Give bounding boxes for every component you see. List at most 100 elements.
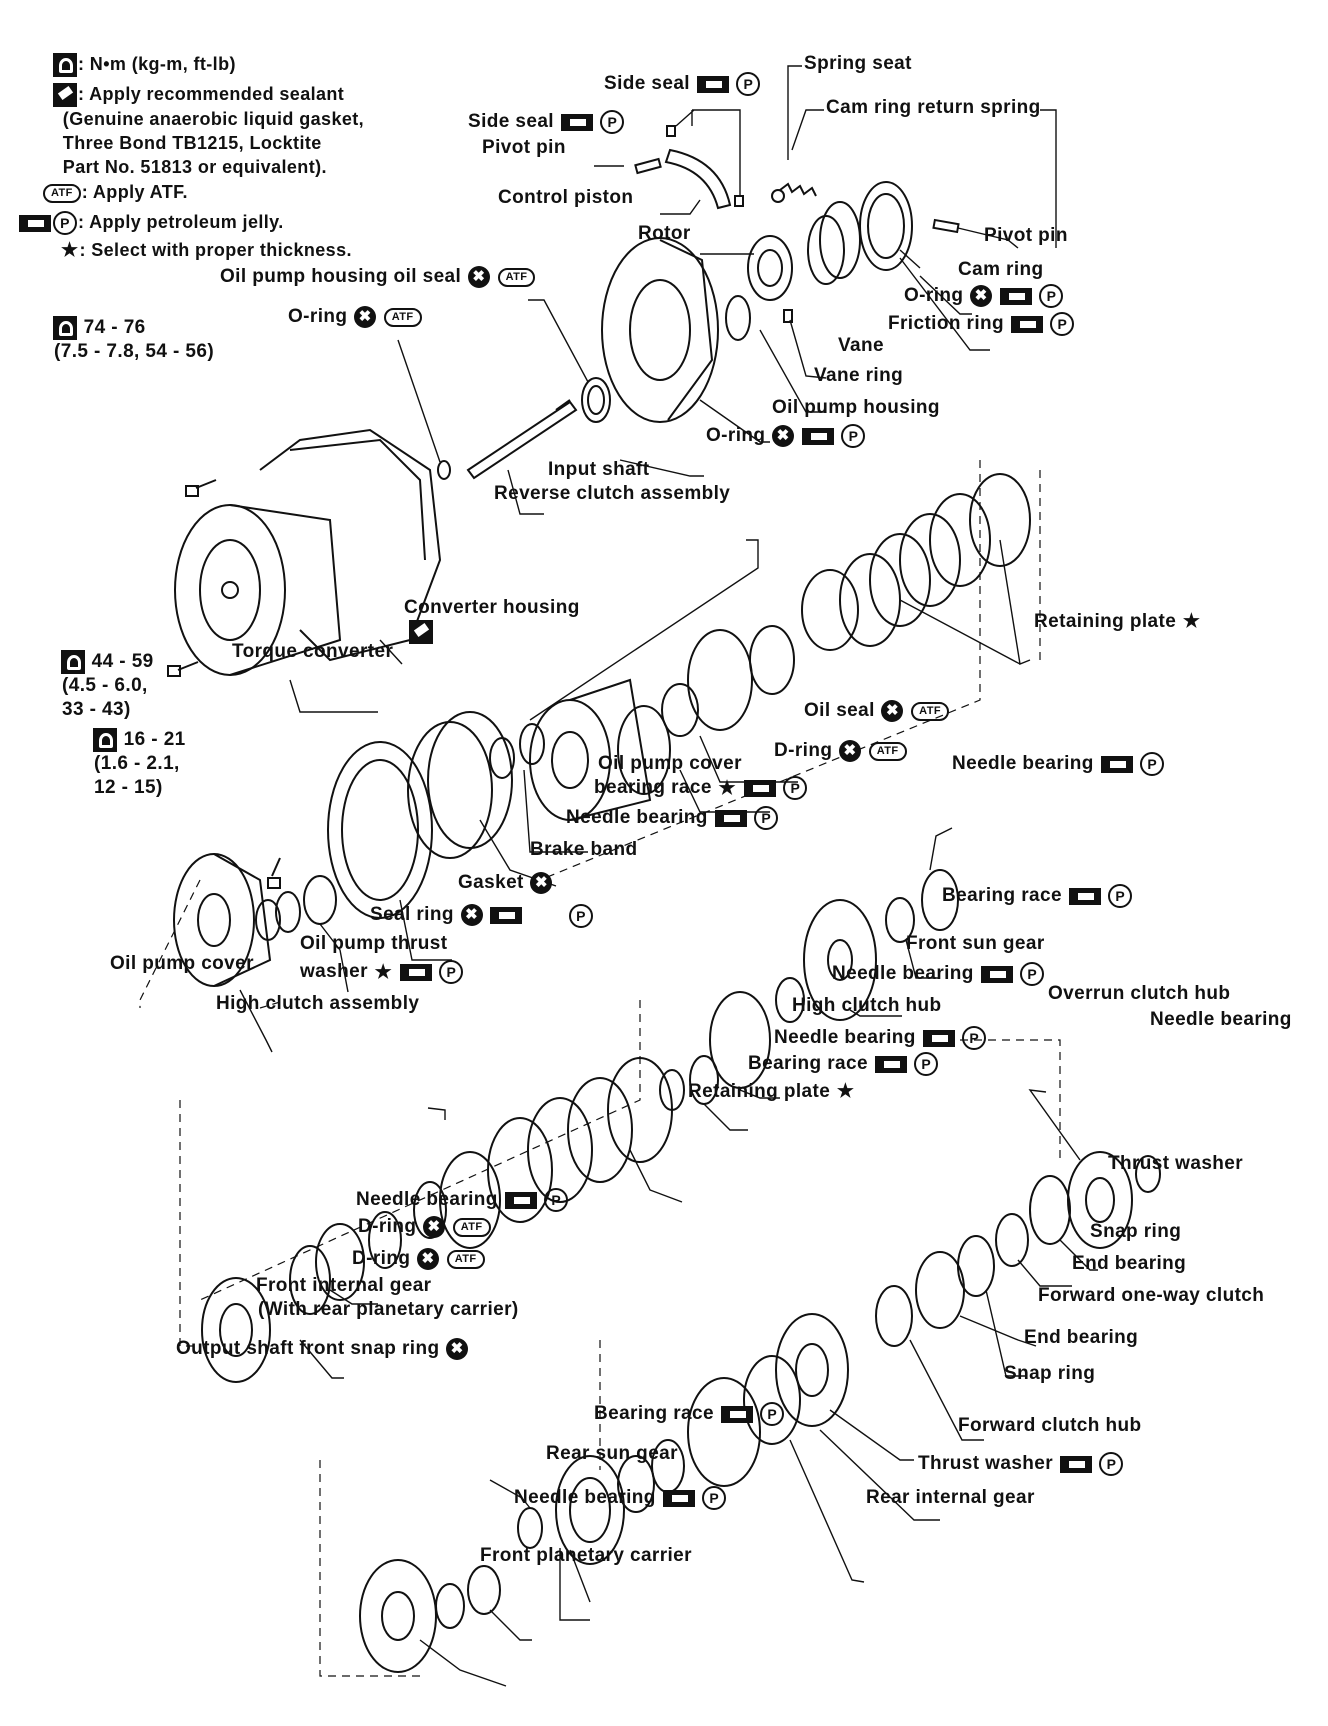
part-label: Brake band xyxy=(530,840,637,859)
part-label-text: Needle bearing xyxy=(514,1487,656,1509)
part-label-text: Needle bearing xyxy=(356,1189,498,1211)
part-label: Needle bearing xyxy=(1150,1010,1292,1029)
part-label-text: Friction ring xyxy=(888,313,1005,335)
legend-text: : N•m (kg-m, ft-lb) xyxy=(78,54,236,74)
part-label-text: Bearing race xyxy=(942,885,1062,907)
part-label-text: D-ring xyxy=(352,1248,411,1270)
petroleum-jelly-icon xyxy=(560,113,593,131)
part-label: Rear sun gear xyxy=(546,1444,678,1463)
select-thickness-star-icon: ★ xyxy=(61,240,79,262)
part-label-text: Needle bearing xyxy=(566,807,708,829)
petroleum-jelly-icon xyxy=(490,906,523,924)
petroleum-jelly-p-icon: P xyxy=(736,72,761,96)
part-label-text: Forward one-way clutch xyxy=(1038,1285,1265,1306)
petroleum-jelly-p-icon: P xyxy=(754,806,779,830)
part-label-text: Seal ring xyxy=(370,904,454,926)
forward-one-way-clutch-part xyxy=(915,1235,995,1329)
part-label: High clutch assembly xyxy=(216,994,419,1013)
part-label-text: Input shaft xyxy=(548,459,650,480)
front-planetary-carrier-part xyxy=(359,1559,437,1673)
torque-range: 74 - 76 xyxy=(78,317,146,339)
torque-range: 16 - 21 xyxy=(118,729,186,751)
petroleum-jelly-icon xyxy=(1010,315,1043,333)
part-label-text: Bearing race xyxy=(748,1053,868,1075)
input-shaft-part xyxy=(466,399,578,480)
reverse-clutch-drum-part xyxy=(529,678,652,821)
part-label-text: Side seal xyxy=(468,111,554,133)
replace-x-icon: ✖ xyxy=(530,872,553,894)
part-label-text: Vane ring xyxy=(814,365,904,386)
part-label-text: O-ring xyxy=(706,425,766,447)
part-label: End bearing xyxy=(1024,1328,1138,1347)
part-label: Seal ring ✖ xyxy=(370,904,523,926)
torque-spec: 44 - 59(4.5 - 6.0,33 - 43) xyxy=(60,650,154,722)
part-label-text: D-ring xyxy=(774,740,833,762)
replace-x-icon: ✖ xyxy=(446,1338,469,1360)
petroleum-jelly-p-icon: P xyxy=(962,1026,987,1050)
torque-wrench-icon xyxy=(61,650,85,674)
petroleum-jelly-p-icon: P xyxy=(1108,884,1133,908)
control-piston-part xyxy=(664,148,732,210)
petroleum-jelly-p-icon: P xyxy=(544,1188,569,1212)
part-label: Needle bearing P xyxy=(952,752,1165,776)
part-label-text: Retaining plate xyxy=(1034,611,1177,632)
assembly-bracket-lines xyxy=(139,460,1061,1677)
rotor-part xyxy=(747,235,793,323)
part-label: Reverse clutch assembly xyxy=(494,484,730,503)
part-label: Friction ring P xyxy=(888,312,1075,336)
part-label-text: Control piston xyxy=(498,187,634,208)
part-label-text: Front sun gear xyxy=(906,933,1045,954)
part-label: O-ring ✖ ATF xyxy=(288,306,423,328)
cam-ring-return-spring-part xyxy=(771,182,817,203)
part-label: Bearing race P xyxy=(942,884,1133,908)
part-label: Needle bearing P xyxy=(774,1026,987,1050)
part-label: Pivot pin xyxy=(482,138,566,157)
part-label: (With rear planetary carrier) xyxy=(258,1300,519,1319)
select-thickness-star-icon: ★ xyxy=(836,1081,855,1103)
petroleum-jelly-p-icon: P xyxy=(600,110,625,134)
side-seal-part xyxy=(666,125,744,207)
part-label-text: Retaining plate xyxy=(688,1081,831,1102)
part-label: Pivot pin xyxy=(984,226,1068,245)
part-label-text: Gasket xyxy=(458,872,524,894)
petroleum-jelly-p-icon: P xyxy=(1039,284,1064,308)
part-label-text: Thrust washer xyxy=(1108,1153,1244,1174)
part-label: Side seal P xyxy=(604,72,761,96)
legend-row: ★: Select with proper thickness. xyxy=(60,238,352,263)
part-label: Oil seal ✖ ATF xyxy=(804,700,950,722)
atf-icon: ATF xyxy=(452,1217,491,1237)
petroleum-jelly-p-icon: P xyxy=(1140,752,1165,776)
petroleum-jelly-p-icon: P xyxy=(841,424,866,448)
petroleum-jelly-icon xyxy=(922,1029,955,1047)
front-sun-gear-part xyxy=(803,899,877,1021)
part-label: Overrun clutch hub xyxy=(1048,984,1230,1003)
legend-text: : Apply petroleum jelly. xyxy=(78,212,284,232)
part-label: D-ring ✖ ATF xyxy=(774,740,908,762)
petroleum-jelly-icon xyxy=(720,1405,753,1423)
part-label-text: Front internal gear xyxy=(256,1275,432,1296)
part-label: End bearing xyxy=(1072,1254,1186,1273)
petroleum-jelly-icon xyxy=(504,1191,537,1209)
part-label-text: Rear internal gear xyxy=(866,1487,1035,1508)
part-label-text: Converter housing xyxy=(404,597,580,618)
part-label: Snap ring xyxy=(1090,1222,1181,1241)
part-label-text: Oil pump housing xyxy=(772,397,940,418)
part-label-text: Oil pump cover xyxy=(598,753,742,774)
forward-clutch-hub-part xyxy=(775,1285,913,1427)
petroleum-jelly-p-icon: P xyxy=(783,776,808,800)
part-label: Front sun gear xyxy=(906,934,1045,953)
part-label-text: High clutch assembly xyxy=(216,993,420,1014)
part-label-text: Oil pump cover xyxy=(110,953,254,974)
replace-x-icon: ✖ xyxy=(460,904,483,926)
petroleum-jelly-icon xyxy=(980,965,1013,983)
part-label-text: Snap ring xyxy=(1004,1363,1096,1384)
legend-text: : Apply ATF. xyxy=(81,182,188,202)
rear-sun-gear-part xyxy=(435,1565,501,1629)
part-label: O-ring ✖ P xyxy=(904,284,1064,308)
part-label-text: Oil pump thrust xyxy=(300,933,448,954)
part-label: Cam ring return spring xyxy=(826,98,1041,117)
part-label: Bearing race P xyxy=(594,1402,785,1426)
part-label: Oil pump cover xyxy=(598,754,742,773)
petroleum-jelly-p-icon: P xyxy=(1020,962,1045,986)
part-label: Converter housing xyxy=(404,598,580,617)
